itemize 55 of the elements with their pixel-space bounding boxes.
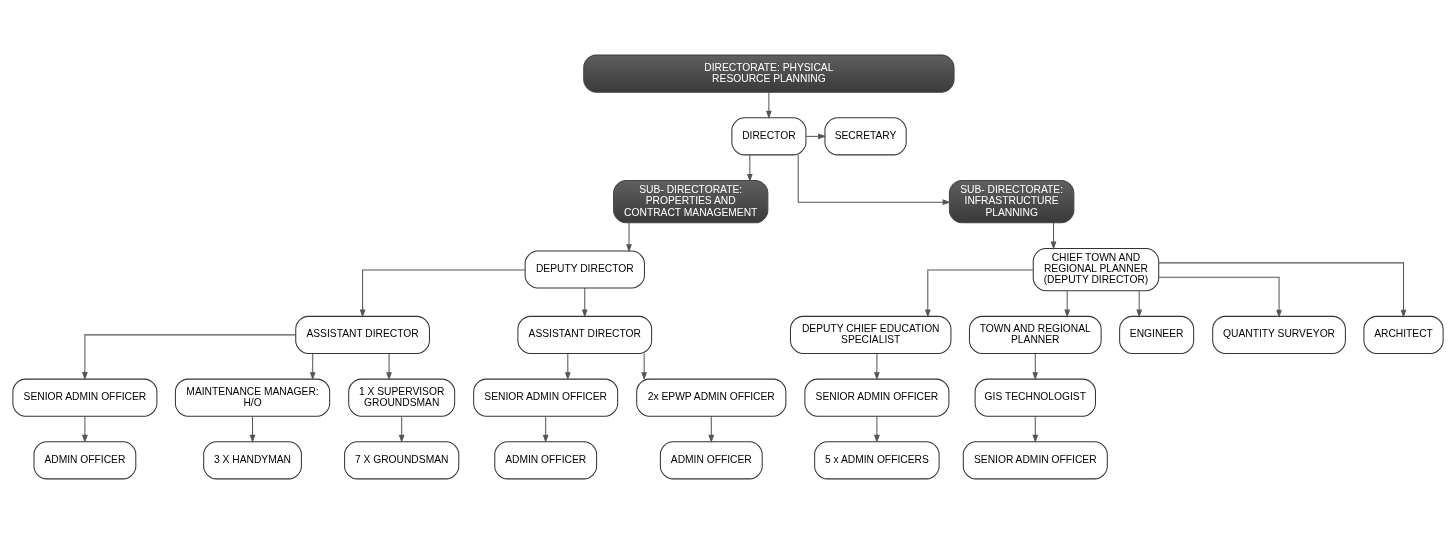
node-box: DEPUTY CHIEF EDUCATION SPECIALIST <box>789 315 952 354</box>
arrow <box>797 154 951 205</box>
node-box: ASSISTANT DIRECTOR <box>517 315 653 354</box>
node-box: SENIOR ADMIN OFFICER <box>12 378 158 417</box>
node-box: CHIEF TOWN AND REGIONAL PLANNER (DEPUTY DIRECTOR) <box>1032 247 1160 291</box>
arrow <box>641 352 648 380</box>
node-box: ADMIN OFFICER <box>494 440 598 479</box>
arrow <box>581 287 588 318</box>
arrow <box>386 352 392 380</box>
node-box: ADMIN OFFICER <box>33 440 137 479</box>
node-box: DIRECTOR <box>731 116 807 155</box>
node-box: DIRECTORATE: PHYSICAL RESOURCE PLANNING <box>583 54 955 93</box>
node-box: MAINTENANCE MANAGER: H/O <box>174 378 331 417</box>
node-box: 3 X HANDYMAN <box>203 440 302 479</box>
node-box: 2x EPWP ADMIN OFFICER <box>636 378 787 417</box>
node-box: 1 X SUPERVISOR GROUNDSMAN <box>348 378 456 417</box>
arrow <box>564 352 571 380</box>
node-box: 5 x ADMIN OFFICERS <box>814 440 940 479</box>
node-box: QUANTITY SURVEYOR <box>1212 315 1346 354</box>
arrow <box>1050 221 1057 250</box>
arrow <box>874 352 880 380</box>
arrow <box>542 415 549 443</box>
arrow <box>766 91 772 119</box>
arrow <box>805 133 827 139</box>
arrow <box>1064 289 1071 318</box>
arrow <box>309 352 316 380</box>
node-box: SUB- DIRECTORATE: INFRASTRUCTURE PLANNING <box>948 179 1075 223</box>
node-box: SECRETARY <box>824 116 907 155</box>
arrow <box>1158 276 1282 318</box>
arrow <box>82 415 88 443</box>
node-box: SENIOR ADMIN OFFICER <box>962 440 1108 479</box>
node-box: ASSISTANT DIRECTOR <box>295 315 430 354</box>
arrow <box>708 415 715 443</box>
node-box: ADMIN OFFICER <box>659 440 763 479</box>
node-box: TOWN AND REGIONAL PLANNER <box>968 315 1102 354</box>
arrow <box>1032 352 1039 380</box>
node-box: SENIOR ADMIN OFFICER <box>804 378 950 417</box>
arrow <box>874 415 880 443</box>
arrow <box>82 333 297 380</box>
node-box: GIS TECHNOLOGIST <box>974 378 1096 417</box>
node-box: DEPUTY DIRECTOR <box>524 250 645 289</box>
node-box: SUB- DIRECTORATE: PROPERTIES AND CONTRACT MANAGEMENT <box>613 179 769 223</box>
node-box: ARCHITECT <box>1363 315 1444 354</box>
arrow <box>1136 289 1143 318</box>
node-box: ENGINEER <box>1119 315 1195 354</box>
arrow <box>746 153 753 182</box>
arrow <box>398 415 405 443</box>
arrow <box>359 269 526 318</box>
arrow <box>249 415 256 443</box>
node-box: SENIOR ADMIN OFFICER <box>473 378 619 417</box>
arrow <box>1158 261 1407 318</box>
arrow <box>1032 415 1039 443</box>
arrow <box>626 221 632 253</box>
node-box: 7 X GROUNDSMAN <box>344 440 460 479</box>
arrow <box>924 269 1034 318</box>
